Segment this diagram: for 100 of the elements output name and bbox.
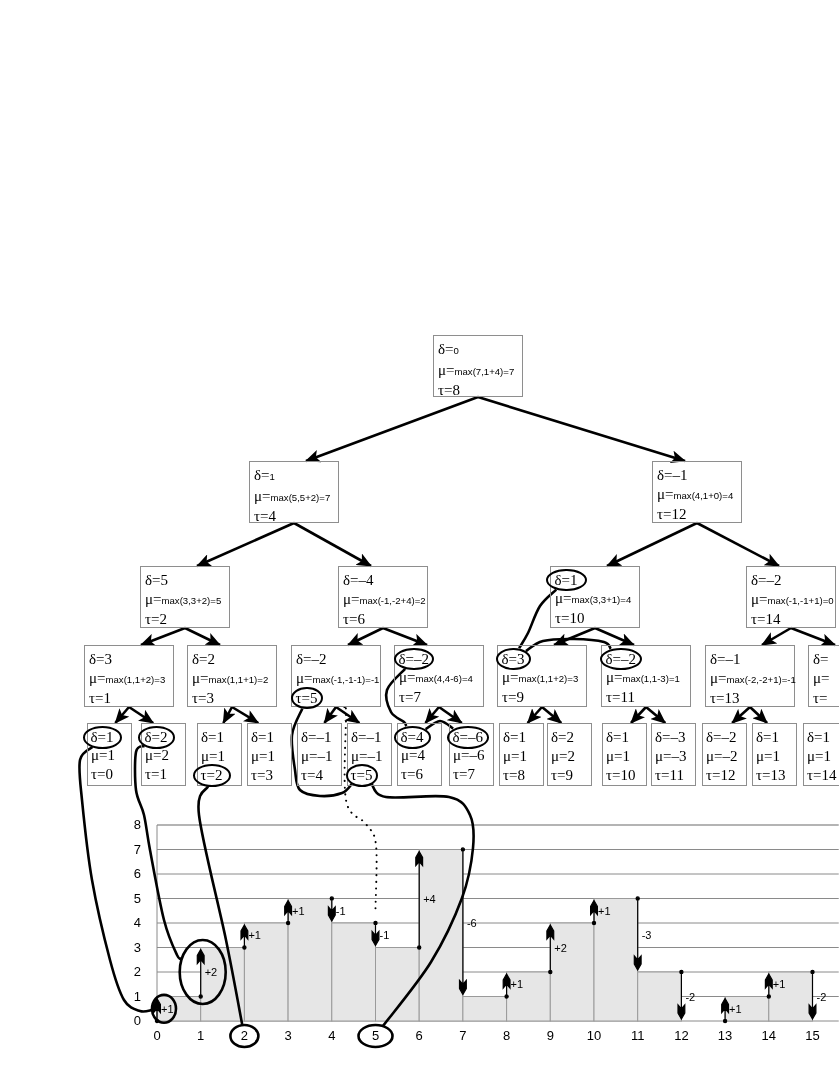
tau-label: τ=9 xyxy=(502,688,524,707)
tree-node-box xyxy=(808,645,839,707)
arrow xyxy=(790,626,836,647)
tau-label: τ=8 xyxy=(503,766,525,785)
highlight-curve xyxy=(518,588,558,649)
leaf-node-box xyxy=(141,723,186,786)
highlight-curve xyxy=(525,637,612,653)
arrow xyxy=(477,395,686,464)
tree-node-box xyxy=(291,645,381,707)
delta-label: δ=1 xyxy=(90,727,114,747)
mu-formula: μ=2 xyxy=(145,746,169,765)
mu-formula: μ=1 xyxy=(201,747,225,766)
delta-label: δ=–2 xyxy=(605,649,637,668)
arrow xyxy=(305,395,479,463)
x-tick-label: 15 xyxy=(805,1029,820,1043)
delta-label: δ=–2 xyxy=(706,728,737,747)
tau-label: τ=11 xyxy=(606,688,635,707)
mu-formula: μ=max(1,1+2)=3 xyxy=(502,667,579,687)
delta-label: δ=1 xyxy=(606,728,630,747)
highlight-oval xyxy=(150,993,178,1025)
x-tick-label: 7 xyxy=(459,1029,467,1043)
leaf-node-box xyxy=(803,723,839,786)
delta-label: +2 xyxy=(554,941,567,954)
y-tick-label: 5 xyxy=(133,891,141,906)
tree-node-box xyxy=(746,566,836,628)
tau-label: τ=12 xyxy=(657,505,687,524)
arrow xyxy=(231,705,260,725)
highlight-oval xyxy=(393,725,431,749)
mu-formula: μ=max(1,1+1)=2 xyxy=(192,668,269,688)
tau-label: τ=13 xyxy=(710,689,740,708)
mu-formula: μ=1 xyxy=(807,747,831,766)
mu-formula: μ=max(7,1+4)=7 xyxy=(438,360,515,380)
highlight-curve xyxy=(133,744,182,960)
tau-label: τ=11 xyxy=(655,766,684,785)
mu-formula: μ=–1 xyxy=(351,747,383,766)
delta-label: -3 xyxy=(641,929,652,942)
arrow xyxy=(323,706,338,724)
y-tick-label: 0 xyxy=(133,1014,141,1028)
delta-label: -6 xyxy=(466,917,477,929)
delta-label: δ=1 xyxy=(254,466,275,485)
tau-label: τ=1 xyxy=(89,689,111,708)
arrow xyxy=(438,705,463,725)
delta-label: δ=–2 xyxy=(398,649,430,668)
mu-formula: μ=max(-1,-2+4)=2 xyxy=(343,589,426,609)
delta-label: δ=1 xyxy=(807,728,831,747)
mu-formula: μ=max(5,5+2)=7 xyxy=(254,486,331,506)
delta-label: δ=1 xyxy=(503,728,527,747)
arrow xyxy=(424,706,440,724)
tau-label: τ=14 xyxy=(751,610,781,629)
arrow xyxy=(196,521,295,568)
arrow xyxy=(335,705,361,725)
delta-label: +4 xyxy=(423,892,436,905)
arrow xyxy=(382,626,428,647)
mu-formula: μ=2 xyxy=(551,747,575,766)
arrow xyxy=(606,521,698,568)
delta-label: +1 xyxy=(248,929,261,942)
leaf-node-box xyxy=(499,723,544,786)
highlight-oval xyxy=(192,763,231,787)
tau-label: τ=6 xyxy=(343,610,365,629)
arrow xyxy=(526,706,543,724)
delta-label: -1 xyxy=(335,904,346,917)
delta-label: δ=1 xyxy=(251,728,275,747)
leaf-node-box xyxy=(752,723,797,786)
delta-label: δ=5 xyxy=(145,571,169,590)
arrow xyxy=(140,626,186,647)
tau-label: τ=14 xyxy=(807,766,837,785)
x-tick-label: 13 xyxy=(717,1029,733,1043)
mu-formula: μ=max(-1,-1+1)=0 xyxy=(751,589,834,609)
x-tick-label: 6 xyxy=(415,1029,423,1043)
mu-formula: μ=max(-1,-1-1)=-1 xyxy=(296,668,380,688)
mu-formula: μ=1 xyxy=(503,747,527,766)
tree-node-box xyxy=(705,645,795,707)
tree-node-box xyxy=(601,645,691,707)
mu-formula: μ=1 xyxy=(756,747,780,766)
tau-label: τ=3 xyxy=(192,689,214,708)
delta-label: δ=3 xyxy=(89,650,113,669)
highlight-oval xyxy=(446,725,490,749)
tau-label: τ=12 xyxy=(706,766,736,785)
mu-formula: μ=1 xyxy=(91,746,115,765)
x-tick-label: 0 xyxy=(153,1029,161,1043)
y-tick-label: 7 xyxy=(133,842,141,857)
delta-label: δ=–4 xyxy=(343,571,374,590)
delta-label: δ=–1 xyxy=(351,728,382,747)
mu-formula: μ=max(4,1+0)=4 xyxy=(657,484,734,504)
delta-label: δ=–3 xyxy=(655,728,686,747)
tau-label: τ=9 xyxy=(551,766,573,785)
highlight-oval xyxy=(495,647,531,670)
tau-label: τ=5 xyxy=(350,765,373,785)
tree-node-box xyxy=(140,566,230,628)
x-tick-label: 1 xyxy=(197,1029,205,1043)
arrow xyxy=(731,706,751,724)
leaf-node-box xyxy=(247,723,292,786)
tau-label: τ=0 xyxy=(91,765,113,784)
delta-label: δ=1 xyxy=(756,728,780,747)
delta-label: +1 xyxy=(729,1002,742,1015)
highlight-oval xyxy=(137,725,175,749)
delta-label: δ=2 xyxy=(551,728,575,747)
delta-label: δ=0 xyxy=(438,340,459,359)
tau-label: τ=4 xyxy=(254,507,276,526)
delta-label: +1 xyxy=(510,978,524,991)
